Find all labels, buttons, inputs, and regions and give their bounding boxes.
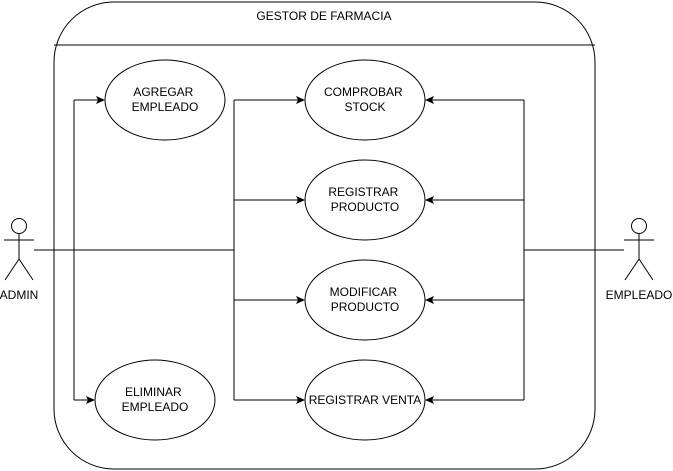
use-case-agregar-empleado-label-line-2: EMPLEADO bbox=[132, 100, 199, 114]
use-case-agregar-empleado-label: AGREGAR EMPLEADO bbox=[132, 85, 199, 114]
connectors bbox=[34, 99, 624, 401]
use-case-modificar-producto-label-line-1: MODIFICAR bbox=[330, 285, 398, 299]
use-case-eliminar-empleado-label-line-1: ELIMINAR bbox=[125, 385, 182, 399]
use-case-comprobar-stock-shape bbox=[304, 59, 426, 141]
use-case-modificar-producto-label-line-2: PRODUCTO bbox=[331, 300, 399, 314]
actor-admin-label: ADMIN bbox=[0, 288, 38, 302]
arrowhead-to-registrar-venta-right bbox=[425, 396, 434, 404]
use-case-registrar-venta[interactable]: REGISTRAR VENTA bbox=[304, 359, 426, 441]
arrowhead-to-registrar-producto-right bbox=[425, 196, 434, 204]
arrowhead-to-eliminar bbox=[86, 396, 95, 404]
use-case-comprobar-stock-label: COMPROBAR STOCK bbox=[324, 85, 406, 114]
arrowhead-to-comprobar-right bbox=[425, 96, 434, 104]
use-case-registrar-producto[interactable]: REGISTRAR PRODUCTO bbox=[304, 159, 426, 241]
actor-empleado[interactable]: EMPLEADO bbox=[606, 218, 673, 303]
use-case-registrar-producto-shape bbox=[304, 159, 426, 241]
use-case-eliminar-empleado-shape bbox=[94, 359, 216, 441]
arrowhead-to-agregar bbox=[96, 96, 105, 104]
actor-empleado-figure-icon bbox=[624, 218, 654, 281]
use-case-comprobar-stock-label-line-1: COMPROBAR bbox=[324, 85, 403, 99]
use-case-agregar-empleado-label-line-1: AGREGAR bbox=[133, 85, 193, 99]
use-case-comprobar-stock[interactable]: COMPROBAR STOCK bbox=[304, 59, 426, 141]
use-case-eliminar-empleado-label-line-2: EMPLEADO bbox=[122, 400, 189, 414]
actor-empleado-label: EMPLEADO bbox=[606, 288, 673, 302]
use-case-registrar-producto-label-line-2: PRODUCTO bbox=[331, 200, 399, 214]
use-case-agregar-empleado-shape bbox=[104, 59, 226, 141]
use-case-registrar-venta-shape bbox=[304, 359, 426, 441]
actor-admin[interactable]: ADMIN bbox=[0, 218, 38, 303]
use-case-eliminar-empleado[interactable]: ELIMINAR EMPLEADO bbox=[94, 359, 216, 441]
actor-admin-figure-icon bbox=[4, 218, 34, 281]
use-case-comprobar-stock-label-line-2: STOCK bbox=[344, 100, 385, 114]
use-case-registrar-producto-label: REGISTRAR PRODUCTO bbox=[328, 185, 401, 214]
use-case-eliminar-empleado-label: ELIMINAR EMPLEADO bbox=[122, 385, 189, 414]
arrowheads bbox=[86, 96, 434, 404]
use-case-registrar-venta-label: REGISTRAR VENTA bbox=[309, 393, 421, 407]
arrowhead-to-comprobar-left bbox=[296, 96, 305, 104]
system-title: GESTOR DE FARMACIA bbox=[256, 9, 391, 23]
arrowhead-to-registrar-producto-left bbox=[296, 196, 305, 204]
use-case-modificar-producto-label: MODIFICAR PRODUCTO bbox=[330, 285, 401, 314]
arrowhead-to-registrar-venta-left bbox=[296, 396, 305, 404]
arrowhead-to-modificar-right bbox=[425, 296, 434, 304]
use-case-modificar-producto-shape bbox=[304, 259, 426, 341]
use-case-modificar-producto[interactable]: MODIFICAR PRODUCTO bbox=[304, 259, 426, 341]
arrowhead-to-modificar-left bbox=[296, 296, 305, 304]
use-case-agregar-empleado[interactable]: AGREGAR EMPLEADO bbox=[104, 59, 226, 141]
use-case-registrar-producto-label-line-1: REGISTRAR bbox=[328, 185, 398, 199]
